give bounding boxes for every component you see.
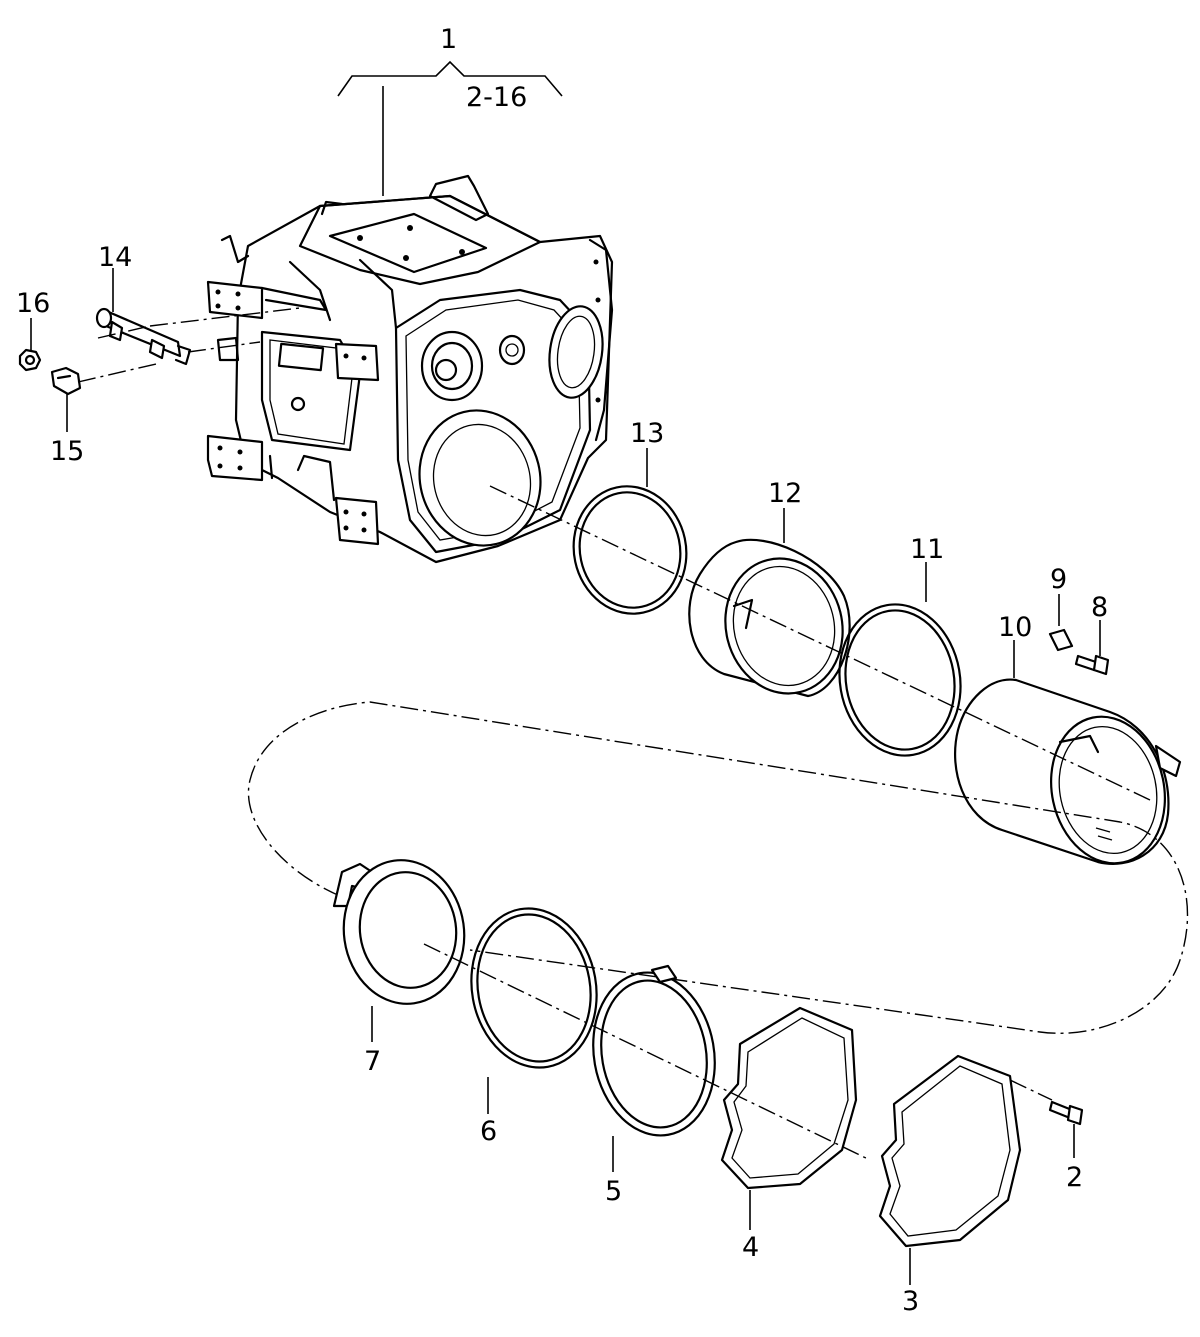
- callout-1: 1: [440, 24, 457, 55]
- heat-shield-part-4: [720, 1006, 858, 1230]
- callout-3: 3: [902, 1286, 919, 1317]
- assembly-loop-line: [247, 701, 1189, 1034]
- callout-7: 7: [364, 1046, 381, 1077]
- callout-14: 14: [98, 242, 132, 273]
- callout-11: 11: [910, 534, 944, 565]
- callout-8: 8: [1091, 592, 1108, 623]
- axis-line-clip: [77, 363, 157, 383]
- clamp-part-9: [1048, 594, 1074, 652]
- callout-6: 6: [480, 1116, 497, 1147]
- housing-part-1: [206, 174, 614, 564]
- clip-part-15: [50, 366, 82, 432]
- callout-16: 16: [16, 288, 50, 319]
- sleeve-part-12: [688, 508, 851, 698]
- callout-10: 10: [998, 612, 1032, 643]
- axis-line-sensor-left: [97, 325, 151, 339]
- bolt-part-2: [1048, 1100, 1084, 1158]
- callout-1-bracket: [337, 60, 563, 196]
- sensor-part-14: [95, 268, 192, 366]
- axis-line-sensor: [149, 307, 301, 327]
- callout-2-16: 2-16: [466, 82, 527, 113]
- axis-line-main: [489, 485, 1151, 801]
- callout-15: 15: [50, 436, 84, 467]
- heat-shield-part-3: [878, 1054, 1022, 1285]
- axis-line-bolt: [1009, 1079, 1053, 1101]
- axis-line-sensor-lower: [187, 341, 261, 353]
- bolt-part-8: [1074, 620, 1110, 676]
- end-cap-part-7: [332, 859, 466, 1042]
- seal-ring-part-13: [572, 448, 688, 615]
- callout-9: 9: [1050, 564, 1067, 595]
- seal-ring-part-6: [470, 907, 598, 1114]
- callout-13: 13: [630, 418, 664, 449]
- clamp-ring-part-5: [592, 964, 716, 1172]
- callout-12: 12: [768, 478, 802, 509]
- callout-5: 5: [605, 1176, 622, 1207]
- seal-ring-part-11: [838, 562, 962, 757]
- nut-part-16: [18, 318, 42, 372]
- callout-2: 2: [1066, 1162, 1083, 1193]
- callout-4: 4: [742, 1232, 759, 1263]
- filter-part-10: [954, 640, 1182, 865]
- axis-line-lower: [423, 943, 871, 1161]
